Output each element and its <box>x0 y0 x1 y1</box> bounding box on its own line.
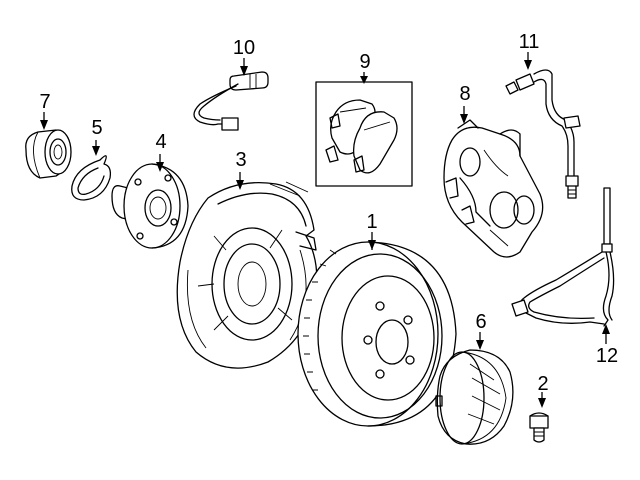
callout-6: 6 <box>475 311 486 333</box>
callout-1: 1 <box>366 211 377 233</box>
bleeder-screw-icon <box>529 412 549 443</box>
callout-12: 12 <box>596 345 618 367</box>
brake-caliper-icon <box>443 119 544 258</box>
snap-ring-icon <box>71 155 112 201</box>
callout-leaders <box>40 52 610 408</box>
dust-cover-icon <box>435 349 514 445</box>
brake-hose-icon <box>505 69 581 199</box>
callout-7: 7 <box>39 91 50 113</box>
callout-11: 11 <box>519 31 540 53</box>
brake-pads-icon <box>315 81 413 187</box>
callout-4: 4 <box>155 131 166 153</box>
callout-10: 10 <box>233 37 255 59</box>
pad-wear-sensor-icon <box>193 71 269 131</box>
splash-shield-icon <box>176 181 318 369</box>
brake-rotor-icon <box>297 241 457 427</box>
callout-3: 3 <box>235 149 246 171</box>
callout-9: 9 <box>359 51 370 73</box>
callout-8: 8 <box>459 83 470 105</box>
wheel-hub-icon <box>111 163 189 249</box>
callout-2: 2 <box>537 373 548 395</box>
callout-5: 5 <box>91 117 102 139</box>
wheel-bearing-icon <box>25 129 72 179</box>
abs-sensor-icon <box>511 187 615 327</box>
